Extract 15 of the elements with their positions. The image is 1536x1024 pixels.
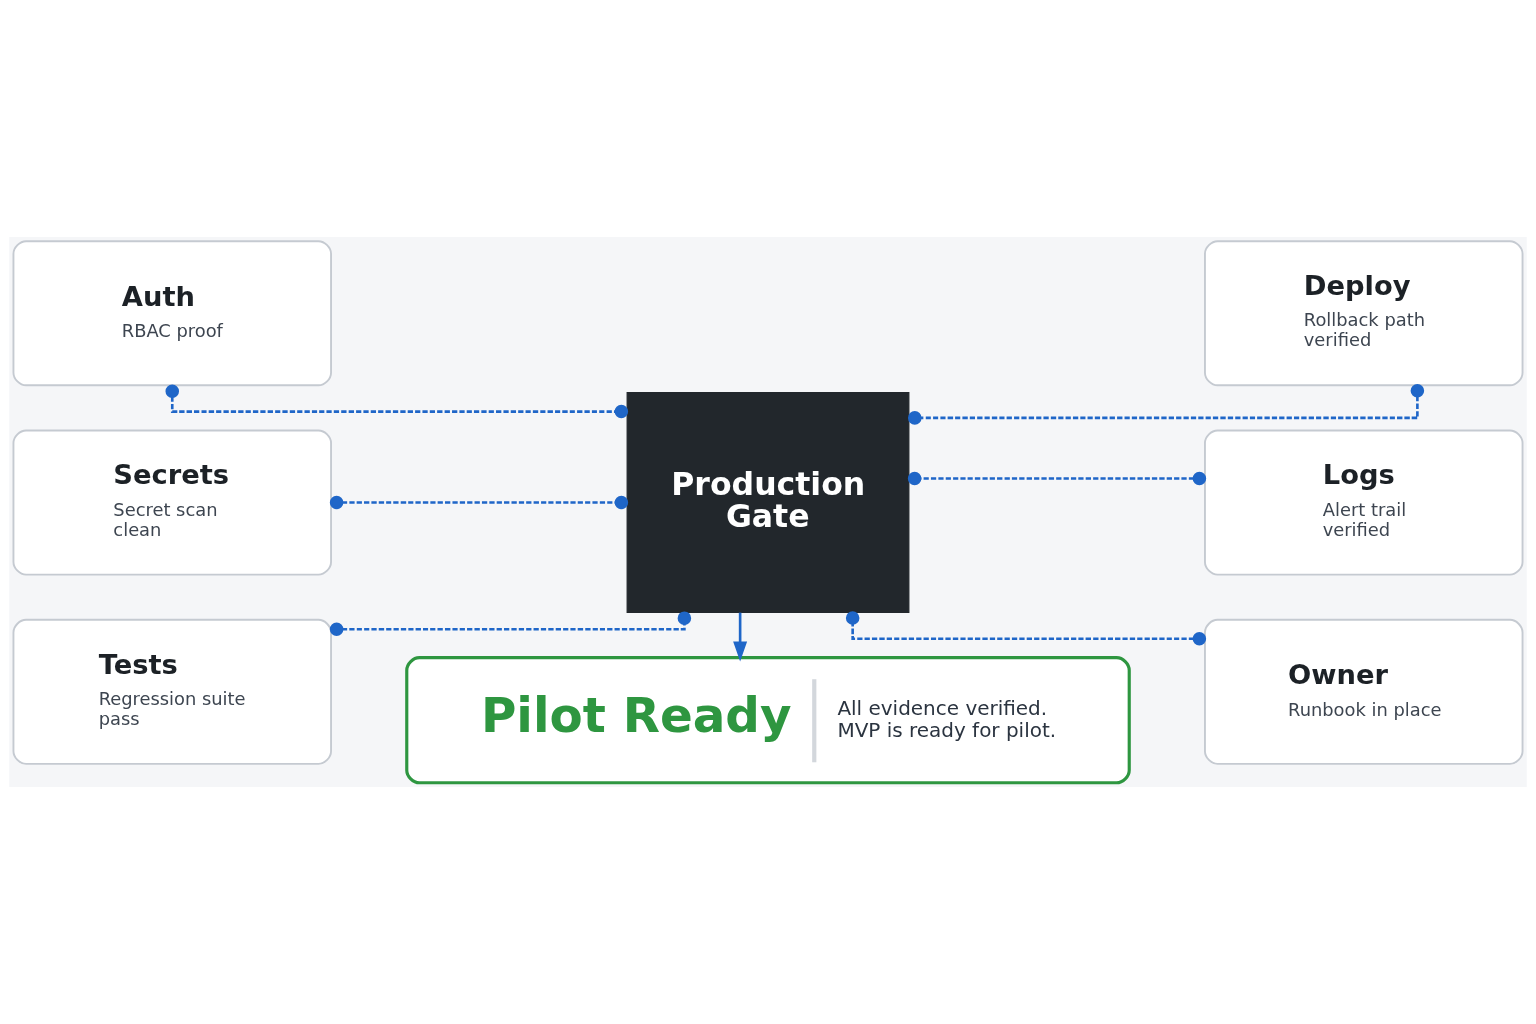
- node-box: Secrets Secret scan clean: [12, 429, 332, 576]
- node-box: Owner Runbook in place: [1204, 618, 1524, 765]
- connector: [907, 471, 1207, 486]
- node-box: Production Gate: [626, 392, 910, 613]
- node-box: Logs Alert trail verified: [1204, 429, 1524, 576]
- connector: [908, 384, 1425, 425]
- connector: [165, 384, 629, 419]
- node-box: Deploy Rollback path verified: [1204, 240, 1524, 387]
- connector: [329, 611, 692, 637]
- node-box: Auth RBAC proof: [12, 240, 332, 387]
- connector: [329, 495, 629, 510]
- node-box: Pilot Ready All evidence verified. MVP is ready for pilot.: [405, 656, 1131, 785]
- node-box: Tests Regression suite pass: [12, 618, 332, 765]
- connector: [845, 611, 1207, 646]
- arrow: [733, 612, 748, 662]
